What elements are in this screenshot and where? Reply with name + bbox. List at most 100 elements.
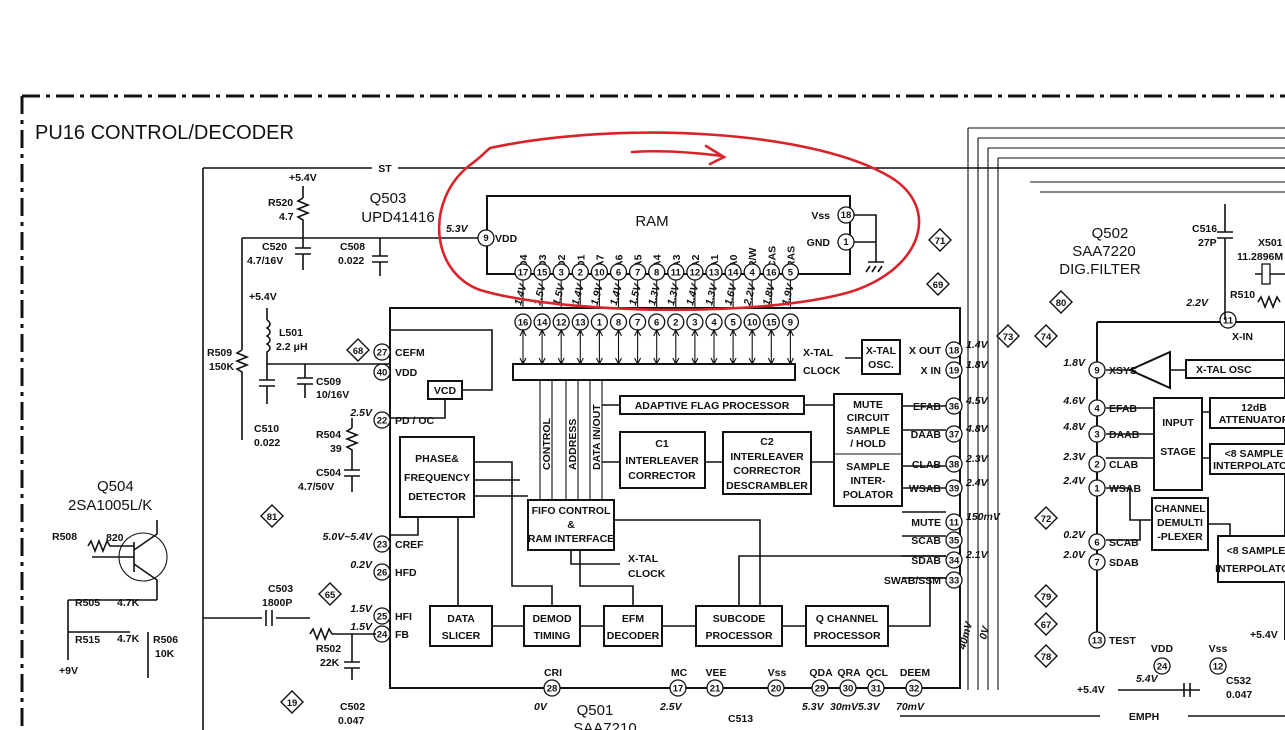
dec-left-pin-40-num: 40	[377, 368, 388, 379]
dec-bus-pin-2-num: 2	[673, 318, 678, 329]
dec-right-label-39: WSAB	[909, 483, 941, 495]
xtal-osc-1: X-TAL	[866, 345, 897, 357]
c502-ref: C502	[340, 701, 365, 713]
decoder-ref: Q501	[577, 702, 614, 719]
c502-val: 0.047	[338, 715, 364, 727]
flt-label-24: VDD	[1151, 643, 1174, 655]
flt-v-3: 4.8V	[1062, 421, 1086, 433]
xtal-osc-2: OSC.	[868, 359, 894, 371]
xtal-clock-left-1: X-TAL	[628, 553, 659, 565]
dec-right-label-38: CLAB	[912, 459, 942, 471]
diamond-73-label: 73	[1003, 332, 1014, 343]
ram-pin-voltage-0: 1.4V	[512, 282, 529, 307]
flt-pin-2	[1088, 455, 1106, 473]
dec-left-label-25: HFI	[395, 611, 412, 623]
ram-pin-11-num: 11	[671, 268, 682, 279]
diamond-80	[1049, 290, 1073, 314]
ram-pin-14-num: 14	[728, 268, 739, 279]
ram-pin-voltage-7: 1.3V	[646, 282, 663, 307]
ram-pin-voltage-6: 1.5V	[627, 282, 644, 307]
xtal-clock-left-2: CLOCK	[628, 568, 666, 580]
demux-l2: DEMULTI	[1157, 517, 1203, 529]
dec-bottom-label-32: DEEM	[900, 667, 931, 679]
flt-label-4: EFAB	[1109, 403, 1137, 415]
dec-bottom-pin-28	[543, 679, 561, 697]
ram-pin-10-num: 10	[594, 268, 605, 279]
control-bus-label: CONTROL	[541, 418, 553, 470]
flt-pin-12	[1209, 657, 1227, 675]
diamond-73	[996, 324, 1020, 348]
ram-ground-wire	[854, 214, 877, 262]
diamond-81-label: 81	[267, 512, 278, 523]
slicer-l2: SLICER	[442, 630, 481, 642]
sheet-title: PU16 CONTROL/DECODER	[35, 122, 294, 144]
red-annotation	[438, 131, 921, 312]
c520-val: 4.7/16V	[247, 255, 283, 267]
xtal-osc-block	[861, 339, 901, 375]
dec-left-label-24: FB	[395, 629, 409, 641]
ram-pin-label-13: CAS	[766, 246, 778, 268]
bus-arrow-4	[595, 328, 603, 366]
ram-pin-6-num: 6	[616, 268, 621, 279]
dec-left-pin-25-num: 25	[377, 612, 388, 623]
dec-right-v-11: 150mV	[966, 511, 1001, 523]
mute-sample-interpolator	[833, 393, 903, 507]
c509-cap	[297, 364, 313, 398]
dec-bus-pin-3-num: 3	[692, 318, 697, 329]
mute-l5: SAMPLE	[846, 461, 890, 473]
flt-v-2: 2.3V	[1062, 451, 1086, 463]
ram-ground-symbol	[865, 261, 884, 273]
vcd-wires	[390, 329, 493, 391]
dec-right-label-33: SWAB/SSM	[884, 575, 941, 587]
flt-pin-13-num: 13	[1092, 636, 1103, 647]
dec-right-pin-35-num: 35	[949, 536, 960, 547]
flt-pin-12-num: 12	[1213, 662, 1224, 673]
dec-bottom-pin-32	[905, 679, 923, 697]
bus-arrow-11	[729, 328, 737, 366]
dec-left-v-26: 0.2V	[350, 559, 373, 571]
l501-inductor	[265, 308, 390, 365]
bus-arrow-0	[519, 328, 527, 366]
dec-left-pin-26	[373, 563, 391, 581]
dec-bus-pin-16-num: 16	[518, 318, 529, 329]
bus-arrow-8	[672, 328, 680, 366]
dec-right-v-19: 1.8V	[966, 359, 989, 371]
dec-bottom-pin-20-num: 20	[771, 684, 782, 695]
mute-l1: MUTE	[853, 399, 883, 411]
mute-to-pins	[902, 405, 946, 579]
ram-pin-4-num: 4	[750, 268, 756, 279]
flt-label-11: X-IN	[1232, 331, 1253, 343]
decoder-part: SAA7210	[573, 720, 636, 730]
flt-pin-1-num: 1	[1094, 484, 1100, 495]
c504-val: 4.7/50V	[298, 481, 334, 493]
ram-vdd-label: VDD	[495, 233, 518, 245]
c508-ref: C508	[340, 241, 365, 253]
atten-l1: 12dB	[1241, 402, 1267, 414]
dec-right-v-18: 1.4V	[966, 339, 989, 351]
dec-right-pin-37	[945, 425, 963, 443]
subcode-processor	[695, 605, 783, 647]
qchan-l1: Q CHANNEL	[816, 613, 879, 625]
diamond-65	[318, 582, 342, 606]
dec-bottom-pin-20	[767, 679, 785, 697]
flt-label-3: DAAB	[1109, 429, 1140, 441]
dec-bottom-pin-30-num: 30	[843, 684, 854, 695]
filter-q502: Q502 SAA7220 DIG.FILTER X-TAL OSC INPUT …	[1059, 204, 1285, 701]
r509-resistor	[234, 238, 250, 440]
demod-timing	[523, 605, 581, 647]
r510-resistor	[1257, 294, 1281, 310]
dec-bus-pin-6-num: 6	[654, 318, 659, 329]
x501-ref: X501	[1258, 237, 1283, 249]
dec-bottom-pin-17-num: 17	[673, 684, 684, 695]
diamond-72	[1034, 506, 1058, 530]
subcode-l1: SUBCODE	[713, 613, 766, 625]
c532-ref: C532	[1226, 675, 1251, 687]
dec-left-label-23: CREF	[395, 539, 424, 551]
dec-right-pin-36	[945, 397, 963, 415]
q504-part: 2SA1005L/K	[68, 497, 152, 514]
crystal-x501	[1261, 263, 1271, 285]
c2-l2: INTERLEAVER	[730, 451, 804, 463]
r520-resistor	[295, 186, 311, 238]
